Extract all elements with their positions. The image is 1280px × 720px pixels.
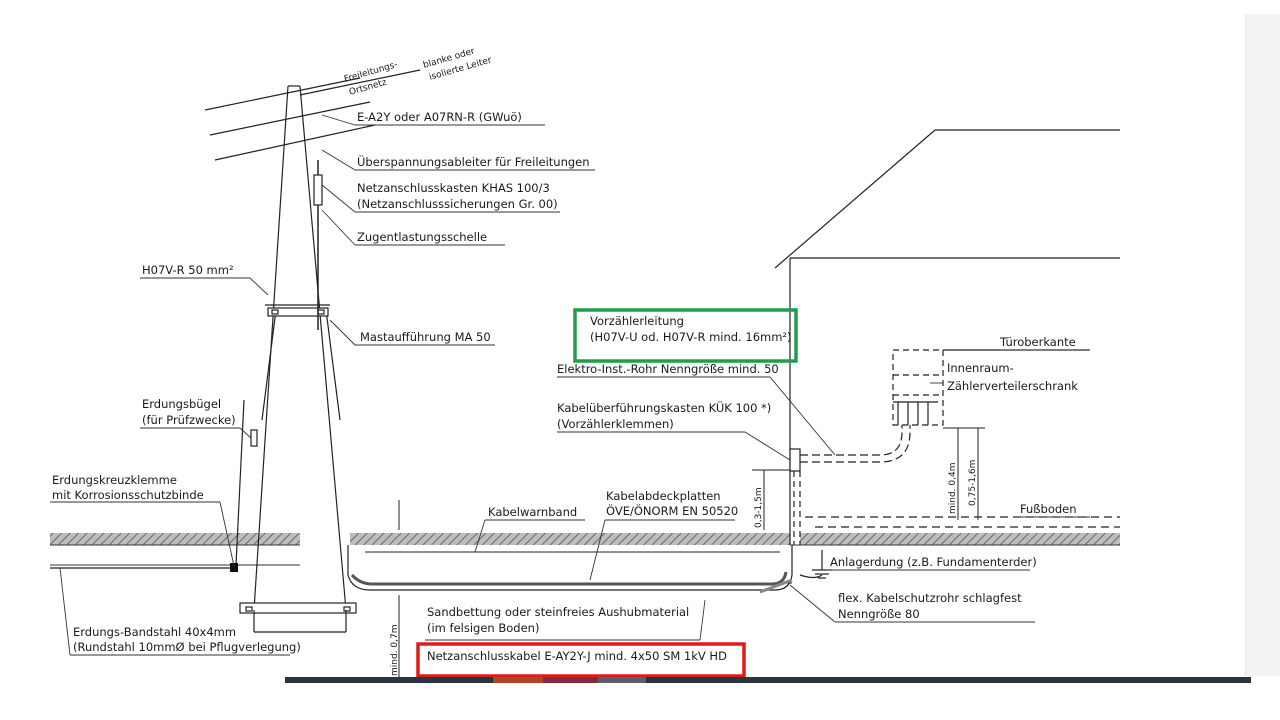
label-khas-1: Netzanschlusskasten KHAS 100/3 xyxy=(357,181,550,195)
label-tuer: Türoberkante xyxy=(999,335,1076,349)
label-bandstahl-1: Erdungs-Bandstahl 40x4mm xyxy=(73,625,236,639)
label-netzkabel: Netzanschlusskabel E-AY2Y-J mind. 4x50 S… xyxy=(427,649,727,663)
label-warnband: Kabelwarnband xyxy=(488,505,577,519)
scrollbar[interactable] xyxy=(1245,14,1280,676)
label-bandstahl-2: (Rundstahl 10mmØ bei Pflugverlegung) xyxy=(73,640,301,654)
label-innenraum-2: Zählerverteilerschrank xyxy=(947,379,1078,393)
labels: Freileitungs- Ortsnetz blanke oder isoli… xyxy=(52,47,1078,676)
label-zugentlastung: Zugentlastungsschelle xyxy=(357,230,487,244)
highlight-netzanschlusskabel xyxy=(416,642,746,678)
label-innenraum-1: Innenraum- xyxy=(947,361,1014,375)
cable-trench xyxy=(347,545,793,594)
strip-segment-grey xyxy=(598,677,646,683)
strip-segment-orange xyxy=(493,677,543,683)
label-ea2y: E-A2Y oder A07RN-R (GWuö) xyxy=(357,110,522,124)
label-sand-1: Sandbettung oder steinfreies Aushubmater… xyxy=(427,605,689,619)
label-erdungsbuegel-1: Erdungsbügel xyxy=(142,397,221,411)
label-erdungskreuz-1: Erdungskreuzklemme xyxy=(52,473,177,487)
label-flex-2: Nenngröße 80 xyxy=(838,607,920,621)
dim-label-07: mind. 0,7m xyxy=(390,625,400,677)
utility-pole xyxy=(50,69,421,633)
strip-segment-maroon xyxy=(543,677,598,683)
label-mast: Mastaufführung MA 50 xyxy=(360,330,491,344)
label-sand-2: (im felsigen Boden) xyxy=(427,621,539,635)
label-khas-2: (Netzanschlusssicherungen Gr. 00) xyxy=(357,197,558,211)
label-erdungsbuegel-2: (für Prüfzwecke) xyxy=(142,413,236,427)
label-abdeck-2: ÖVE/ÖNORM EN 50520 xyxy=(606,502,738,518)
leader-lines xyxy=(50,114,1090,656)
house xyxy=(774,129,1120,579)
label-kuek-2: (Vorzählerklemmen) xyxy=(557,417,674,431)
label-anlagerdung: Anlagerdung (z.B. Fundamenterder) xyxy=(830,555,1037,569)
highlight-vorzaehlerleitung xyxy=(573,308,798,363)
label-ueberspannung: Überspannungsableiter für Freileitungen xyxy=(357,153,590,169)
label-vorzaehler-1: Vorzählerleitung xyxy=(590,314,684,328)
label-rohr: Elektro-Inst.-Rohr Nenngröße mind. 50 xyxy=(557,362,779,376)
dimension-lines xyxy=(398,427,985,680)
label-kuek-1: Kabelüberführungskasten KÜK 100 *) xyxy=(557,399,771,415)
dim-label-0716: 0,75-1,6m xyxy=(968,460,978,506)
label-fussboden: Fußboden xyxy=(1020,502,1077,516)
label-h07v: H07V-R 50 mm² xyxy=(142,263,234,277)
label-abdeck-1: Kabelabdeckplatten xyxy=(606,489,721,503)
ground-band xyxy=(50,533,1120,566)
bottom-toolbar-strip xyxy=(285,677,1251,683)
label-vorzaehler-2: (H07V-U od. H07V-R mind. 16mm²) xyxy=(590,330,792,344)
label-flex-1: flex. Kabelschutzrohr schlagfest xyxy=(838,591,1022,605)
label-erdungskreuz-2: mit Korrosionsschutzbinde xyxy=(52,488,204,502)
dim-label-0315: 0,3-1,5m xyxy=(754,487,764,528)
dim-label-04: mind. 0,4m xyxy=(948,463,958,515)
